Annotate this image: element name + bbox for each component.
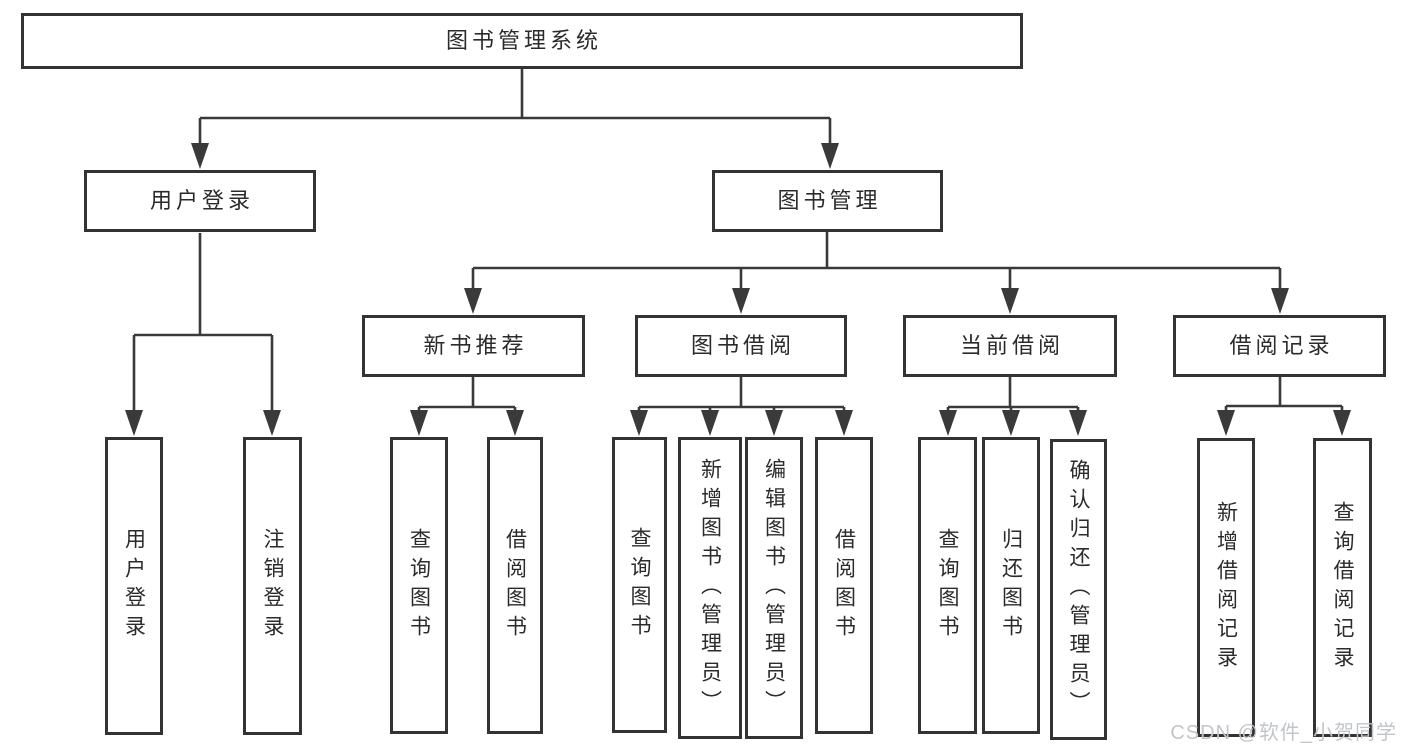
leaf-query-books-recommend: 查询图书 — [390, 437, 448, 734]
leaf-query-books-current-label: 查询图书 — [936, 527, 959, 644]
leaf-return-books: 归还图书 — [982, 437, 1040, 734]
leaf-confirm-return-admin: 确认归还（管理员） — [1050, 439, 1107, 740]
arrowhead-icons — [125, 143, 1351, 436]
leaf-logout: 注销登录 — [243, 437, 302, 735]
node-current-borrowing: 当前借阅 — [903, 315, 1117, 377]
leaf-confirm-return-admin-label: 确认归还（管理员） — [1067, 459, 1090, 720]
node-new-book-recommend: 新书推荐 — [362, 315, 585, 377]
connector-paths — [132, 69, 1344, 414]
watermark: CSDN @软件_小贺同学 — [1170, 722, 1397, 744]
node-borrowing-records-label: 借阅记录 — [1229, 332, 1334, 358]
leaf-query-borrow-record-label: 查询借阅记录 — [1331, 500, 1354, 675]
leaf-query-books-borrowing: 查询图书 — [612, 437, 667, 733]
leaf-logout-label: 注销登录 — [261, 528, 284, 644]
node-borrowing-records: 借阅记录 — [1173, 315, 1386, 377]
leaf-add-books-admin: 新增图书（管理员） — [678, 437, 742, 739]
leaf-return-books-label: 归还图书 — [999, 527, 1023, 644]
leaf-user-login: 用户登录 — [105, 437, 163, 735]
leaf-query-books-borrowing-label: 查询图书 — [628, 527, 651, 643]
leaf-borrow-books-recommend-label: 借阅图书 — [503, 527, 527, 644]
node-user-login: 用户登录 — [84, 170, 316, 232]
leaf-borrow-books-recommend: 借阅图书 — [487, 437, 543, 734]
leaf-query-borrow-record: 查询借阅记录 — [1313, 438, 1372, 737]
node-book-borrowing-label: 图书借阅 — [690, 332, 795, 358]
leaf-add-borrow-record: 新增借阅记录 — [1197, 438, 1255, 737]
node-new-book-recommend-label: 新书推荐 — [423, 332, 528, 358]
leaf-add-borrow-record-label: 新增借阅记录 — [1214, 500, 1238, 675]
leaf-query-books-current: 查询图书 — [918, 437, 977, 734]
leaf-user-login-label: 用户登录 — [122, 528, 146, 644]
node-user-login-label: 用户登录 — [149, 187, 254, 213]
leaf-query-books-recommend-label: 查询图书 — [407, 527, 431, 644]
node-book-management: 图书管理 — [712, 170, 943, 232]
leaf-borrow-books-borrowing: 借阅图书 — [815, 437, 873, 734]
leaf-add-books-admin-label: 新增图书（管理员） — [698, 457, 722, 719]
node-book-management-label: 图书管理 — [777, 187, 882, 213]
leaf-edit-books-admin: 编辑图书（管理员） — [745, 437, 803, 739]
node-book-management-system: 图书管理系统 — [21, 13, 1023, 69]
node-book-borrowing: 图书借阅 — [635, 315, 847, 377]
node-book-management-system-label: 图书管理系统 — [445, 27, 602, 53]
leaf-borrow-books-borrowing-label: 借阅图书 — [832, 527, 856, 644]
node-current-borrowing-label: 当前借阅 — [959, 332, 1064, 358]
leaf-edit-books-admin-label: 编辑图书（管理员） — [762, 457, 786, 719]
